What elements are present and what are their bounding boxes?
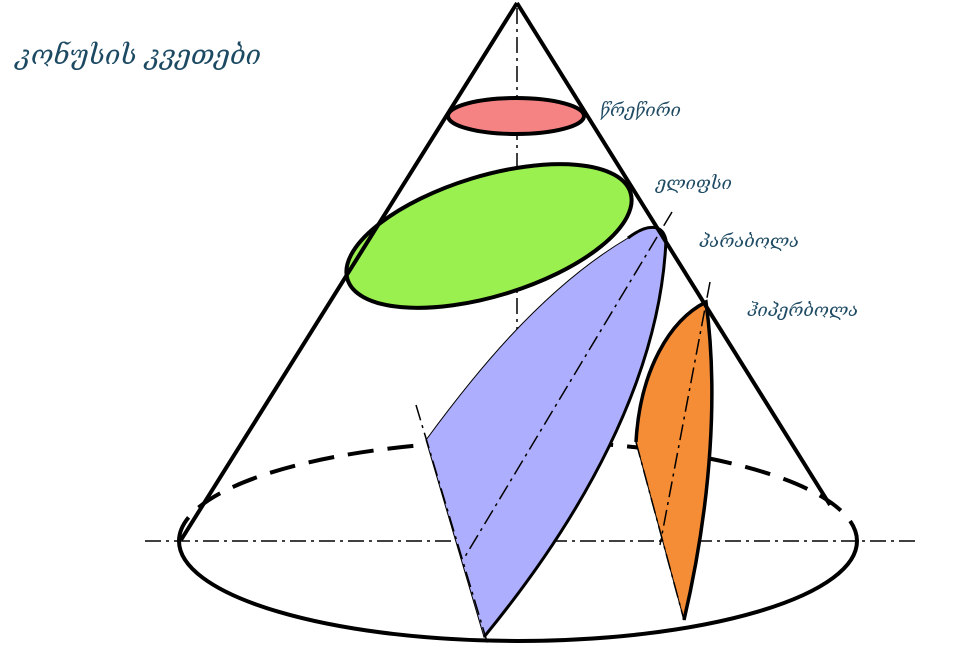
circle-label: წრეწირი xyxy=(600,100,681,121)
ellipse-label: ელიფსი xyxy=(656,173,732,194)
parabola-axis xyxy=(462,211,673,561)
circle-section xyxy=(446,96,586,136)
cone-base-front xyxy=(177,540,859,643)
cone-right-edge xyxy=(515,1,832,507)
parabola-label: პარაბოლა xyxy=(699,231,800,252)
parabola-cutting-line xyxy=(415,404,489,646)
cone-left-edge xyxy=(179,1,519,542)
diagram-title: კონუსის კვეთები xyxy=(16,40,262,71)
hyperbola-label: ჰიპერბოლა xyxy=(747,300,859,321)
ellipse-section xyxy=(344,162,634,310)
hyperbola-curve xyxy=(634,299,714,621)
hyperbola-cutting-line xyxy=(635,441,685,621)
hyperbola-axis xyxy=(659,281,711,546)
